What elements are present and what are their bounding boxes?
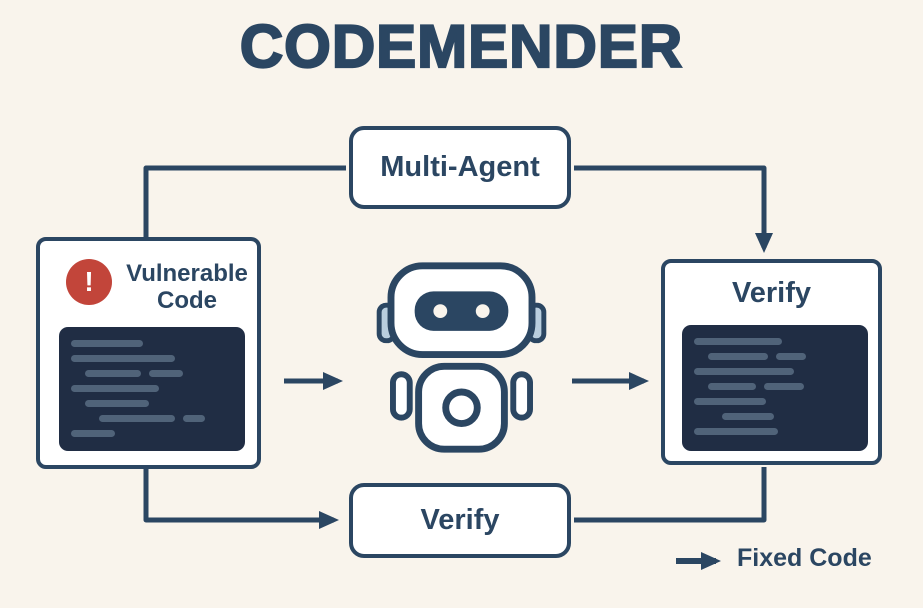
code-line: [694, 338, 856, 345]
code-line-segment: [694, 398, 766, 405]
code-line: [99, 415, 233, 422]
code-line-segment: [149, 370, 183, 377]
code-line: [708, 383, 856, 390]
code-line: [722, 413, 856, 420]
code-line-segment: [764, 383, 804, 390]
robot-icon: [376, 262, 547, 453]
code-line: [71, 385, 233, 392]
code-line: [85, 370, 233, 377]
code-line-segment: [722, 413, 774, 420]
code-line-segment: [71, 385, 159, 392]
code-line-segment: [694, 338, 782, 345]
code-line: [708, 353, 856, 360]
code-line-segment: [71, 430, 115, 437]
robot-eye-right: [475, 304, 490, 319]
diagram-title: CODEMENDER: [239, 12, 684, 81]
verify-bottom-box: Verify: [349, 483, 571, 558]
code-line-segment: [183, 415, 205, 422]
code-line: [71, 430, 233, 437]
verify-bottom-label: Verify: [420, 504, 500, 536]
vulnerable-code-box: ! Vulnerable Code: [36, 237, 261, 469]
code-line-segment: [708, 383, 756, 390]
robot-arm-left: [390, 371, 413, 421]
code-line: [694, 428, 856, 435]
code-line-segment: [776, 353, 806, 360]
code-line-segment: [694, 428, 778, 435]
robot-arm-right: [510, 371, 533, 421]
robot-chest-circle: [442, 388, 481, 427]
verify-code-snippet: [682, 325, 868, 451]
code-line-segment: [71, 355, 175, 362]
multi-agent-box: Multi-Agent: [349, 126, 571, 209]
code-line: [694, 368, 856, 375]
connector-verifybottom-to-verify: [574, 467, 767, 523]
code-line: [694, 398, 856, 405]
code-line: [85, 400, 233, 407]
vulnerable-code-label: Vulnerable Code: [126, 260, 248, 314]
code-line: [71, 340, 233, 347]
robot-visor: [414, 291, 509, 331]
robot-eye-left: [433, 304, 448, 319]
fixed-code-label: Fixed Code: [737, 544, 872, 572]
multi-agent-label: Multi-Agent: [380, 151, 540, 183]
vulnerable-code-snippet: [59, 327, 245, 451]
connector-multiagent-to-verify: [574, 165, 773, 253]
code-line-segment: [85, 400, 149, 407]
verify-label: Verify: [732, 277, 811, 309]
connector-vulnerable-to-multiagent: [143, 165, 346, 240]
alert-exclamation: !: [84, 266, 94, 297]
code-line-segment: [694, 368, 794, 375]
alert-icon: !: [66, 259, 112, 305]
verify-box: Verify: [661, 259, 882, 465]
code-line-segment: [71, 340, 143, 347]
code-line-segment: [85, 370, 141, 377]
code-line-segment: [99, 415, 175, 422]
connector-vulnerable-to-verifybottom: [143, 466, 339, 529]
code-line-segment: [708, 353, 768, 360]
code-line: [71, 355, 233, 362]
